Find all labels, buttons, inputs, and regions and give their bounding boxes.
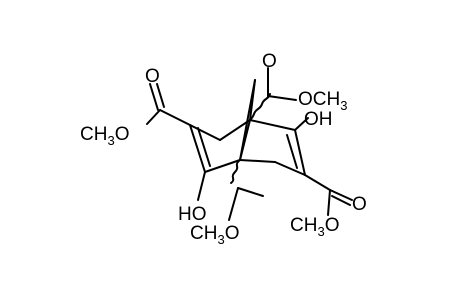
bond-ring-left-1 bbox=[219, 119, 251, 141]
bond-wavy-top-right bbox=[249, 93, 271, 121]
bond-ring-left-double-b bbox=[197, 127, 211, 167]
bond-ester-br-co-a bbox=[329, 189, 353, 201]
bond-ester-tl-co-a bbox=[149, 83, 159, 111]
bond-ester-tl-co-b bbox=[156, 83, 165, 108]
label-ho-bottom-left: HO bbox=[178, 204, 207, 225]
bond-ring-right-double-b bbox=[286, 134, 298, 169]
bond-oh-right bbox=[294, 117, 309, 131]
bond-ester-br-co-b bbox=[331, 195, 351, 206]
label-o-bottom-right-carbonyl: O bbox=[352, 194, 367, 215]
bond-ring-right-double-a bbox=[294, 129, 306, 176]
bond-ring-left-double-a bbox=[189, 124, 206, 173]
bond-ester-tl-c bbox=[159, 109, 191, 126]
bond-wavy-bottom-center bbox=[230, 159, 241, 184]
bond-ring-left-3 bbox=[204, 159, 241, 173]
label-ome-bottom-right: CH3O bbox=[290, 215, 339, 239]
label-o-top-right-carbonyl: O bbox=[262, 51, 277, 72]
bond-ester-tl-o bbox=[146, 109, 161, 125]
bond-ester-bc-co bbox=[237, 187, 264, 197]
label-ome-left: CH3O bbox=[80, 124, 129, 148]
bond-ester-br-o bbox=[327, 189, 331, 216]
bond-ring-left-2 bbox=[189, 124, 221, 141]
label-ome-top-right: OCH3 bbox=[298, 89, 347, 113]
label-oh-right: OH bbox=[304, 109, 333, 130]
bond-ring-right-3 bbox=[274, 161, 306, 176]
bond-ester-bc-o bbox=[228, 187, 239, 221]
label-ome-bottom-center: CH3O bbox=[190, 223, 239, 247]
bond-bridgehead bbox=[239, 119, 251, 161]
label-o-top-left-carbonyl: O bbox=[145, 66, 160, 87]
atom-labels: O OCH3 OH O CH3O HO O CH3O CH3O bbox=[80, 51, 367, 247]
bond-ring-right-2 bbox=[239, 159, 276, 163]
bond-ester-br-c bbox=[304, 174, 331, 191]
bond-ester-tr-o bbox=[267, 95, 297, 101]
bonds bbox=[146, 67, 353, 221]
bond-oh-left bbox=[197, 171, 206, 201]
bond-ring-right-1 bbox=[249, 119, 296, 131]
